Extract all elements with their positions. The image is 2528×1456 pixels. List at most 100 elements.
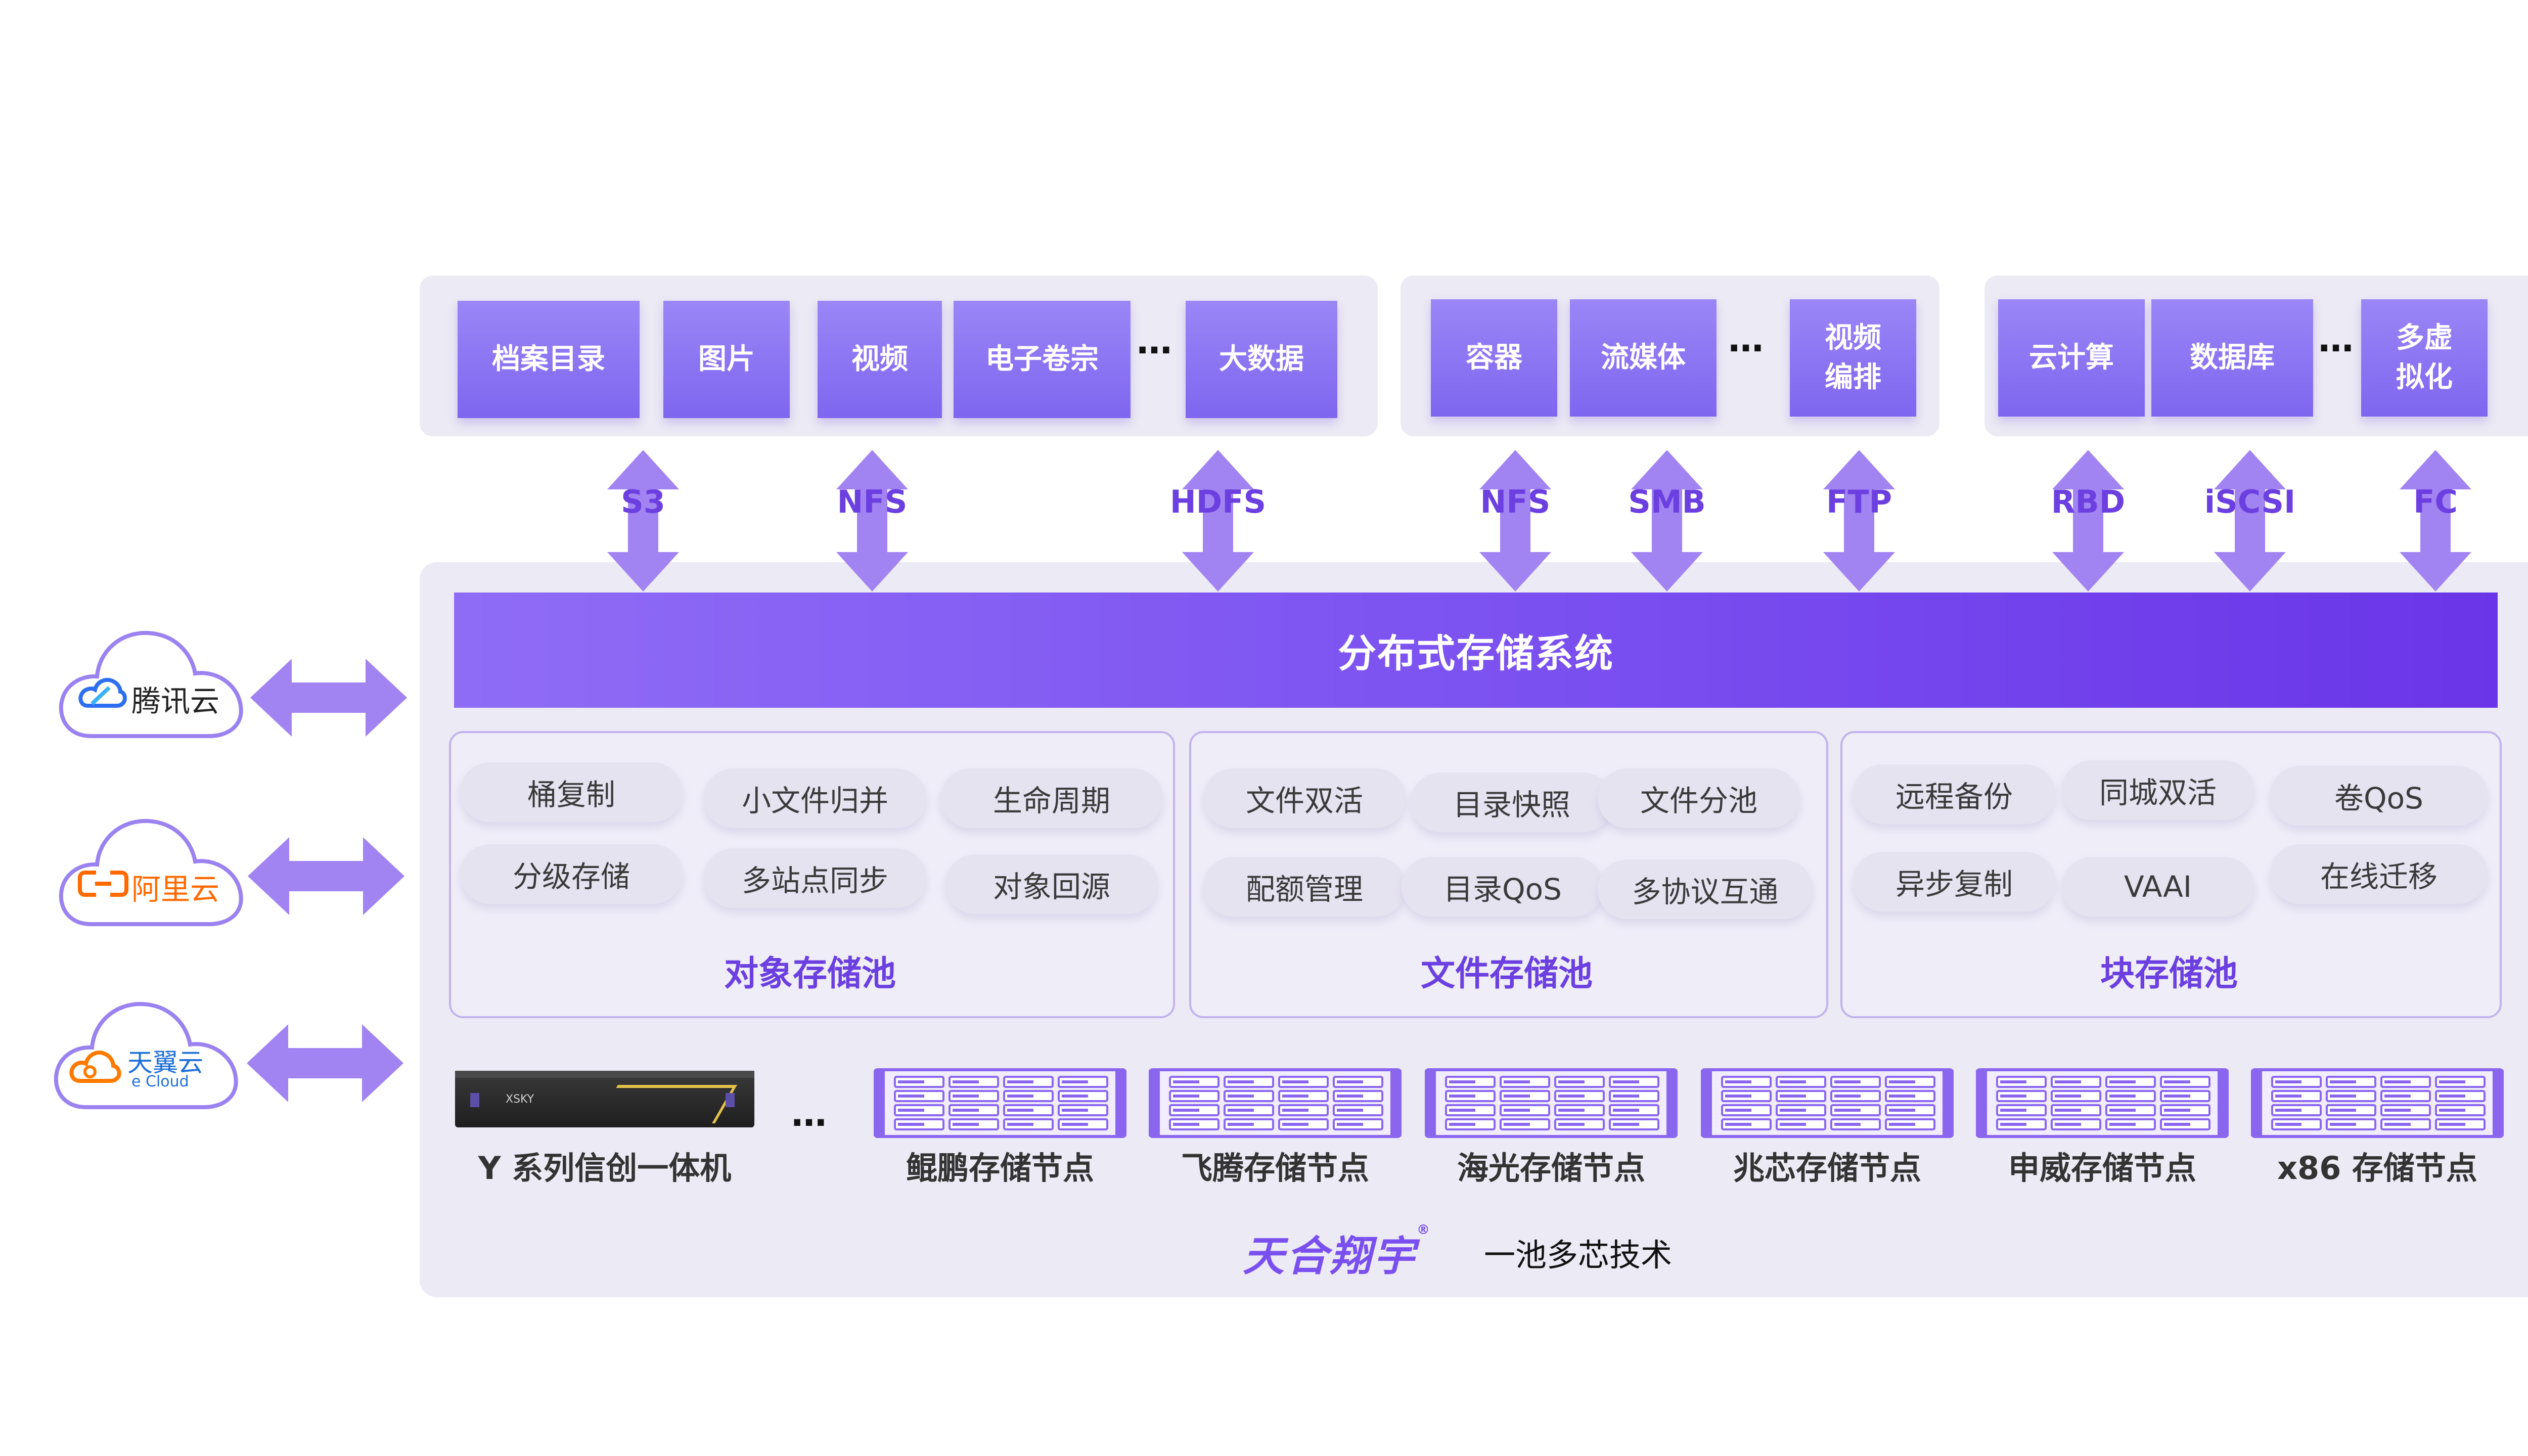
brand-name: 天合翔宇 — [1243, 1233, 1417, 1281]
storage-node-label: 海光存储节点 — [1457, 1150, 1645, 1187]
storage-server-icon — [1425, 1068, 1678, 1138]
ellipsis-block-apps: … — [2318, 318, 2354, 360]
double-arrow-icon — [248, 837, 404, 915]
app-tile-archive-catalog: 档案目录 — [458, 301, 640, 418]
feature-async-replication: 异步复制 — [1853, 852, 2055, 912]
double-arrow-icon — [2214, 450, 2286, 592]
double-arrow-icon — [1631, 450, 1703, 592]
double-arrow-icon — [1182, 450, 1254, 592]
double-arrow-icon — [2052, 450, 2124, 592]
feature-file-active-active: 文件双活 — [1203, 768, 1406, 828]
protocol-link-s3: S3 — [605, 450, 681, 592]
feature-bucket-replication: 桶复制 — [460, 762, 683, 822]
protocol-label: FTP — [1826, 483, 1892, 520]
cloud-name: 腾讯云 — [131, 684, 220, 718]
cloud-aliyun: 阿里云 — [56, 809, 248, 930]
double-arrow-icon — [2400, 450, 2471, 592]
feature-metro-active-active: 同城双活 — [2062, 760, 2254, 820]
ellipsis-file-apps: … — [1728, 318, 1764, 360]
cloud-tencent: 腾讯云 — [56, 621, 248, 742]
cloud-outline-icon — [59, 818, 243, 926]
feature-multi-protocol: 多协议互通 — [1598, 859, 1813, 919]
app-tile-multi-virtualization: 多虚 拟化 — [2361, 299, 2488, 417]
app-tile-video: 视频 — [818, 301, 942, 418]
double-arrow-icon — [1823, 450, 1895, 592]
feature-small-file-merge: 小文件归并 — [704, 768, 926, 828]
app-tile-big-data: 大数据 — [1186, 301, 1337, 418]
slogan: 一池多芯技术 — [1484, 1237, 1673, 1273]
protocol-label: SMB — [1628, 483, 1706, 520]
feature-volume-qos: 卷QoS — [2270, 766, 2488, 826]
feature-remote-backup: 远程备份 — [1853, 764, 2055, 824]
protocol-link-iscsi: iSCSI — [2204, 450, 2295, 592]
feature-lifecycle: 生命周期 — [940, 768, 1163, 828]
protocol-link-nfs-file: NFS — [1477, 450, 1553, 592]
appliance-light — [470, 1093, 479, 1107]
protocol-label: iSCSI — [2204, 483, 2296, 520]
tencent-cloud-logo-icon — [78, 677, 127, 708]
protocol-link-hdfs: HDFS — [1170, 450, 1266, 592]
pool-title-object: 对象存储池 — [724, 954, 896, 994]
appliance-bezel-accent — [596, 1085, 737, 1123]
appliance-stripe — [455, 1071, 754, 1078]
app-tile-e-dossier: 电子卷宗 — [954, 301, 1131, 418]
feature-file-pooling: 文件分池 — [1598, 768, 1800, 828]
appliance-light — [726, 1093, 735, 1107]
feature-dir-qos: 目录QoS — [1402, 857, 1604, 917]
storage-server-icon — [1976, 1068, 2229, 1138]
feature-vaai: VAAI — [2062, 857, 2254, 917]
double-arrow-icon — [836, 450, 908, 592]
double-arrow-icon — [1479, 450, 1551, 592]
cloud-name: 阿里云 — [131, 872, 220, 906]
feature-object-origin: 对象回源 — [945, 854, 1158, 914]
feature-tiered-storage: 分级存储 — [460, 844, 683, 904]
protocol-label: HDFS — [1169, 483, 1267, 520]
app-tile-images: 图片 — [663, 301, 790, 418]
protocol-link-rbd: RBD — [2050, 450, 2126, 592]
double-arrow-icon — [607, 450, 679, 592]
appliance-label: Y 系列信创一体机 — [478, 1150, 732, 1187]
storage-node-label: 申威存储节点 — [2008, 1150, 2196, 1187]
brand-mark: ® — [1417, 1222, 1432, 1238]
ctyun-logo-icon — [69, 1051, 121, 1083]
feature-multi-site-sync: 多站点同步 — [704, 848, 926, 908]
storage-node-label: 飞腾存储节点 — [1181, 1150, 1369, 1187]
double-arrow-icon — [250, 659, 407, 737]
feature-online-migration: 在线迁移 — [2270, 844, 2488, 904]
aliyun-logo-icon — [78, 871, 128, 897]
ellipsis-hardware: … — [791, 1093, 827, 1134]
core-system-label: 分布式存储系统 — [1338, 631, 1614, 676]
appliance-image: XSKY — [455, 1071, 754, 1127]
storage-server-icon — [1701, 1068, 1954, 1138]
protocol-label: RBD — [2051, 483, 2126, 520]
pool-title-file: 文件存储池 — [1420, 954, 1593, 994]
double-arrow-icon — [247, 1024, 403, 1102]
cloud-outline-icon — [59, 630, 243, 738]
appliance-brand: XSKY — [506, 1093, 534, 1106]
app-tile-containers: 容器 — [1431, 299, 1557, 417]
brand-logo: 天合翔宇® — [1243, 1222, 1432, 1283]
feature-dir-snapshot: 目录快照 — [1411, 772, 1613, 832]
protocol-label: FC — [2413, 483, 2458, 520]
app-tile-streaming-media: 流媒体 — [1570, 299, 1717, 417]
storage-node-label: x86 存储节点 — [2277, 1150, 2477, 1187]
distributed-storage-system-bar: 分布式存储系统 — [454, 593, 2498, 708]
protocol-label: S3 — [621, 483, 665, 520]
protocol-link-fc: FC — [2398, 450, 2473, 592]
app-tile-cloud-computing: 云计算 — [1998, 299, 2145, 417]
protocol-label: NFS — [837, 483, 908, 520]
ellipsis-object-apps: … — [1137, 321, 1172, 362]
cloud-subname: e Cloud — [131, 1073, 189, 1090]
storage-server-icon — [874, 1068, 1126, 1138]
app-tile-video-orchestration: 视频 编排 — [1790, 299, 1916, 417]
protocol-link-smb: SMB — [1628, 450, 1706, 592]
feature-quota-management: 配额管理 — [1203, 857, 1406, 917]
storage-node-label: 兆芯存储节点 — [1733, 1150, 1921, 1187]
cloud-name: 天翼云 — [127, 1048, 203, 1077]
protocol-link-nfs-object: NFS — [834, 450, 910, 592]
storage-server-icon — [1149, 1068, 1402, 1138]
storage-server-icon — [2251, 1068, 2504, 1138]
cloud-ctyun: 天翼云 e Cloud — [51, 992, 243, 1113]
pool-title-block: 块存储池 — [2100, 954, 2238, 994]
protocol-link-ftp: FTP — [1821, 450, 1897, 592]
